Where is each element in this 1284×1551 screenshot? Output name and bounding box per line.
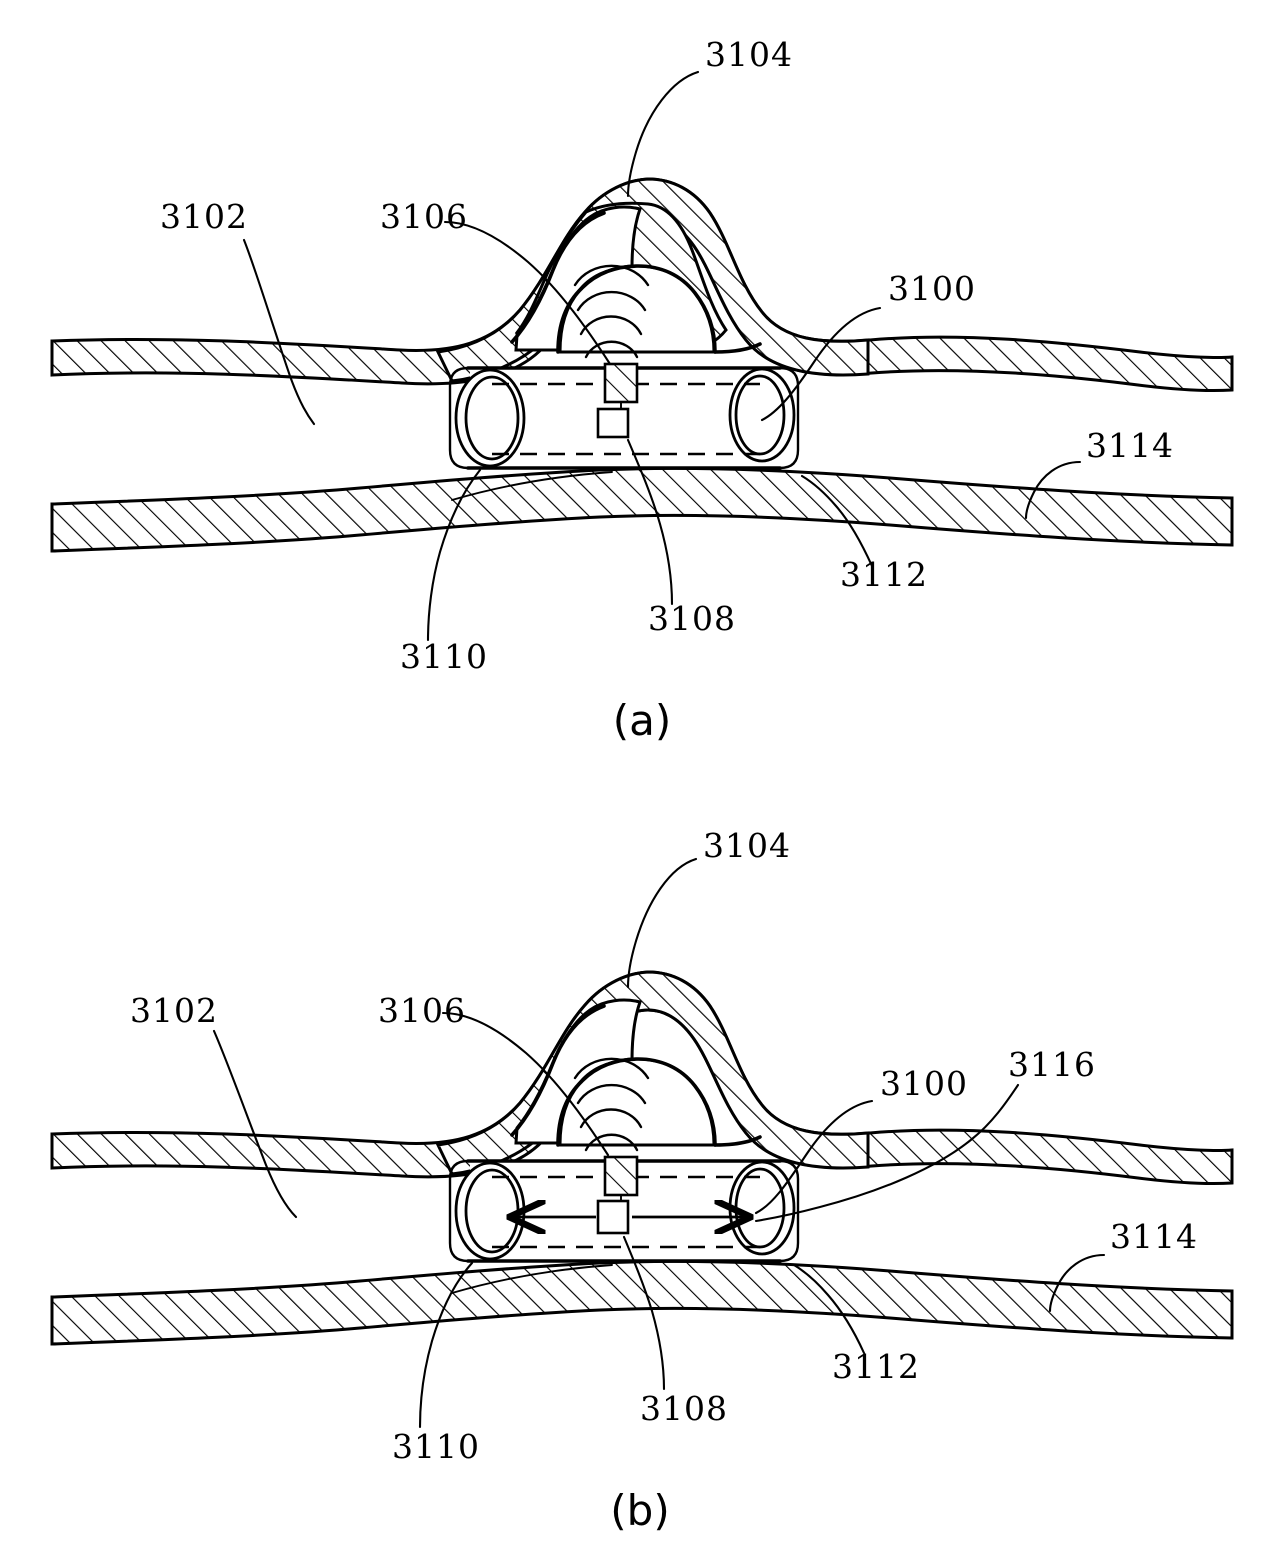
bump-inner-left-contour: [510, 1004, 606, 1137]
leader-3104: [626, 857, 698, 989]
cylinder-right-cap-outline: [778, 1159, 800, 1263]
leader-3110: [426, 468, 482, 642]
transducer-block: [603, 362, 639, 404]
ref-3110-b: 3110: [392, 1427, 480, 1466]
ref-3112-b: 3112: [832, 1347, 920, 1386]
transducer-block: [603, 1155, 639, 1197]
ref-3112-a: 3112: [840, 555, 928, 594]
ref-3104-b: 3104: [703, 826, 791, 865]
ref-3116-b: 3116: [1008, 1045, 1096, 1084]
leader-3108: [626, 438, 674, 606]
wave-arc-4: [584, 1133, 639, 1152]
figure-a-caption: (a): [613, 696, 672, 745]
cylinder-left-cap-outline: [448, 1159, 470, 1263]
leader-3108: [622, 1235, 666, 1391]
leader-3102: [242, 238, 316, 426]
cylinder-left-ellipse-inner: [464, 375, 520, 461]
leader-3104: [626, 70, 700, 198]
figure-a-group: 3102 3106 3104 3100 3114 3112 3108 3110 …: [50, 35, 1234, 745]
inner-module-box: [596, 407, 630, 439]
ref-3110-a: 3110: [400, 637, 488, 676]
leader-3112: [792, 1263, 866, 1355]
lower-band-upper-flare: [451, 471, 613, 501]
wave-arc-3: [579, 315, 643, 336]
leader-3106: [443, 220, 612, 366]
ref-3102-a: 3102: [160, 197, 248, 236]
bump-inner-right-contour: [713, 1135, 762, 1147]
wave-arc-4: [584, 340, 639, 359]
wave-arc-1: [573, 264, 650, 287]
leader-3110: [418, 1261, 474, 1429]
leader-3114: [1048, 1253, 1106, 1313]
leader-3114: [1024, 460, 1082, 520]
wave-arc-3: [579, 1108, 643, 1129]
bump-inner-dome-contour: [556, 264, 717, 354]
ref-3108-a: 3108: [648, 599, 736, 638]
leader-3100: [754, 1099, 874, 1215]
figure-b-group: 3102 3106 3104 3100 3116 3114 3112 3108 …: [50, 826, 1234, 1535]
ref-3114-b: 3114: [1110, 1217, 1198, 1256]
ref-3100-b: 3100: [880, 1064, 968, 1103]
leader-3100: [760, 306, 882, 422]
cylinder-left-cap-outline: [448, 366, 470, 470]
ref-3108-b: 3108: [640, 1389, 728, 1428]
wave-arc-2: [576, 1083, 647, 1105]
ref-3106-a: 3106: [380, 197, 468, 236]
lower-tissue-band: [50, 1259, 1234, 1346]
figure-b-caption: (b): [610, 1486, 669, 1535]
ref-3104-a: 3104: [705, 35, 793, 74]
bump-inner-left-contour: [510, 211, 606, 344]
lower-tissue-band: [50, 466, 1234, 553]
wave-arc-1: [573, 1057, 650, 1080]
ref-3114-a: 3114: [1086, 426, 1174, 465]
ref-3106-b: 3106: [378, 991, 466, 1030]
inner-module-box: [596, 1199, 630, 1235]
leader-3106: [441, 1011, 610, 1157]
leader-3116: [754, 1083, 1020, 1223]
cylinder-right-ellipse-inner: [734, 1167, 786, 1249]
cylinder-right-cap-outline: [778, 366, 800, 470]
leader-3112: [800, 474, 874, 568]
leader-3102: [212, 1029, 298, 1219]
cylinder-left-ellipse-inner: [464, 1168, 520, 1254]
ref-3100-a: 3100: [888, 269, 976, 308]
bump-inner-right-contour: [713, 342, 762, 354]
ref-3102-b: 3102: [130, 991, 218, 1030]
lower-band-upper-flare: [451, 1264, 613, 1294]
wave-arc-2: [576, 290, 647, 312]
cylinder-right-ellipse-inner: [734, 374, 786, 456]
bump-inner-dome-contour: [556, 1057, 717, 1147]
